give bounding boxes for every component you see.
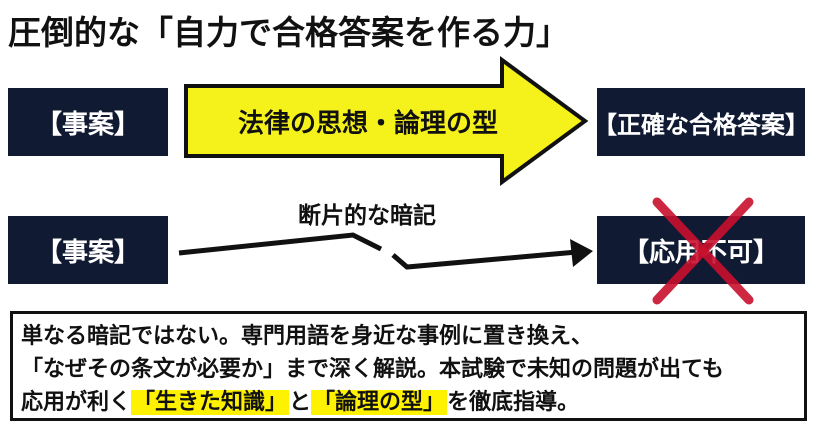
- description-line-3: 応用が利く「生きた知識」と「論理の型」を徹底指導。: [21, 386, 796, 419]
- description-box: 単なる暗記ではない。専門用語を身近な事例に置き換え、 「なぜその条文が必要か」ま…: [10, 311, 807, 421]
- top-input-label: 【事案】: [35, 109, 140, 140]
- arrow-label: 法律の思想・論理の型: [237, 109, 498, 139]
- highlight-living-knowledge: 「生きた知識」: [131, 390, 290, 415]
- top-output-box: 【正確な合格答案】: [593, 88, 809, 156]
- top-input-box: 【事案】: [8, 88, 168, 156]
- description-line-2: 「なぜその条文が必要か」まで深く解説。本試験で未知の問題が出ても: [21, 357, 724, 382]
- broken-arrow-segment-2: [391, 249, 578, 270]
- broken-arrow-head: [570, 239, 593, 267]
- highlight-logic-pattern: 「論理の型」: [311, 390, 448, 415]
- cross-mark-stroke-2: [652, 197, 754, 305]
- page-title: 圧倒的な「自力で合格答案を作る力」: [8, 13, 569, 52]
- bottom-input-box: 【事案】: [8, 216, 168, 284]
- description-line-3-end: を徹底指導。: [447, 390, 580, 415]
- big-arrow-shape: [184, 56, 589, 186]
- top-output-label: 【正確な合格答案】: [593, 110, 809, 139]
- broken-arrow-icon: [178, 232, 593, 270]
- bottom-input-label: 【事案】: [35, 237, 140, 268]
- description-line-1: 単なる暗記ではない。専門用語を身近な事例に置き換え、: [21, 324, 594, 349]
- description-line-3-middle: と: [289, 390, 312, 415]
- broken-arrow-segment-1: [178, 232, 383, 256]
- broken-path-label: 断片的な暗記: [298, 203, 436, 229]
- description-line-3-start: 応用が利く: [21, 390, 132, 415]
- cross-mark-icon: [652, 197, 754, 305]
- big-arrow-icon: [184, 56, 589, 186]
